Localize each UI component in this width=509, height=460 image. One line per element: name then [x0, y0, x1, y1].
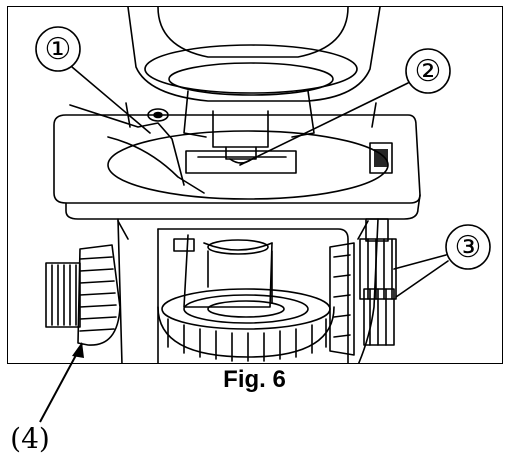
callout-3: ③: [393, 224, 491, 298]
callout-1: ①: [35, 26, 151, 134]
callout-1-label: ①: [45, 32, 72, 67]
callout-2-label: ②: [415, 54, 442, 89]
right-focus-knob: [329, 218, 397, 356]
figure-caption: Fig. 6: [223, 366, 286, 393]
diagram-frame: ① ② ③: [7, 6, 503, 364]
objective: [185, 110, 297, 174]
nosepiece: [125, 7, 381, 138]
microscope-drawing: ① ② ③: [35, 7, 491, 363]
microscope-body: [117, 218, 379, 363]
callout-4-label: (4): [10, 422, 50, 455]
callout-3-label: ③: [455, 230, 482, 265]
callout-2: ②: [239, 48, 451, 166]
mechanical-stage: [53, 104, 421, 240]
left-focus-knob: [45, 244, 121, 346]
